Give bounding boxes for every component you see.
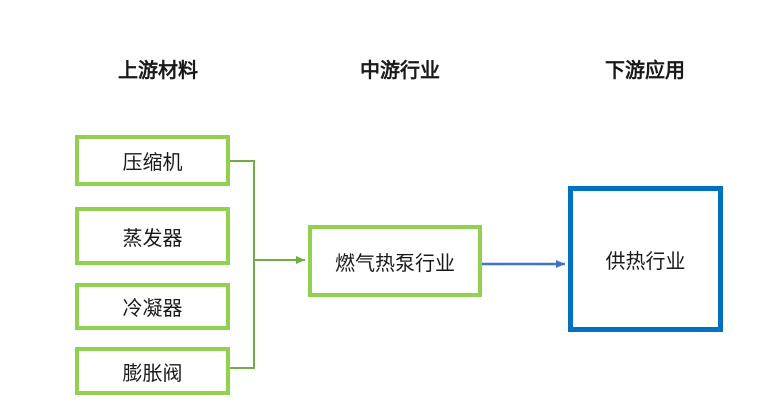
connector-upstream-bus (230, 160, 255, 369)
node-expansion-valve: 膨胀阀 (75, 347, 230, 395)
column-header-downstream: 下游应用 (605, 60, 685, 82)
node-heating-industry: 供热行业 (568, 186, 723, 332)
node-gas-heat-pump-industry: 燃气热泵行业 (308, 225, 482, 297)
column-header-upstream: 上游材料 (118, 60, 198, 82)
node-compressor: 压缩机 (75, 135, 230, 186)
node-condenser: 冷凝器 (75, 283, 230, 330)
column-header-midstream: 中游行业 (360, 60, 440, 82)
node-evaporator: 蒸发器 (75, 207, 230, 265)
